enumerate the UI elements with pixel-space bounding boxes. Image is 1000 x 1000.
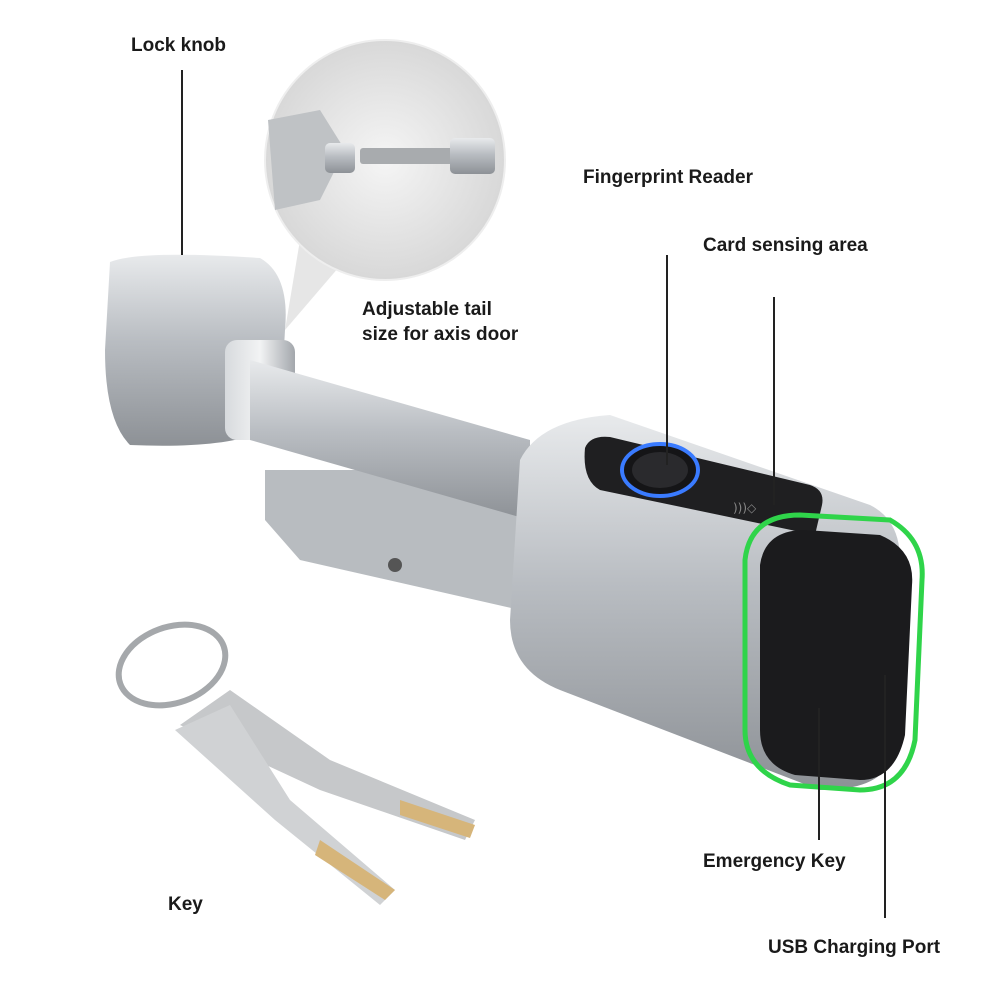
leader-line-card-area	[773, 297, 775, 505]
zoom-detail-bubble	[264, 39, 506, 330]
label-card-sensing-area: Card sensing area	[703, 235, 868, 256]
keys	[115, 621, 475, 905]
label-key: Key	[168, 894, 203, 915]
leader-line-usb-port	[884, 675, 886, 918]
label-lock-knob: Lock knob	[131, 35, 227, 56]
label-adjustable-tail-2: size for axis door	[362, 324, 519, 345]
label-usb-charging-port: USB Charging Port	[768, 937, 941, 958]
cylinder-body	[250, 360, 530, 610]
label-fingerprint-reader: Fingerprint Reader	[583, 167, 753, 188]
leader-line-fingerprint	[666, 255, 668, 465]
electronic-unit: )))◇	[510, 415, 925, 793]
label-emergency-key: Emergency Key	[703, 851, 846, 872]
leader-line-lock-knob	[181, 70, 183, 255]
leader-line-emergency-key	[818, 708, 820, 840]
svg-text:)))◇: )))◇	[733, 501, 757, 515]
label-adjustable-tail-1: Adjustable tail	[362, 299, 492, 320]
